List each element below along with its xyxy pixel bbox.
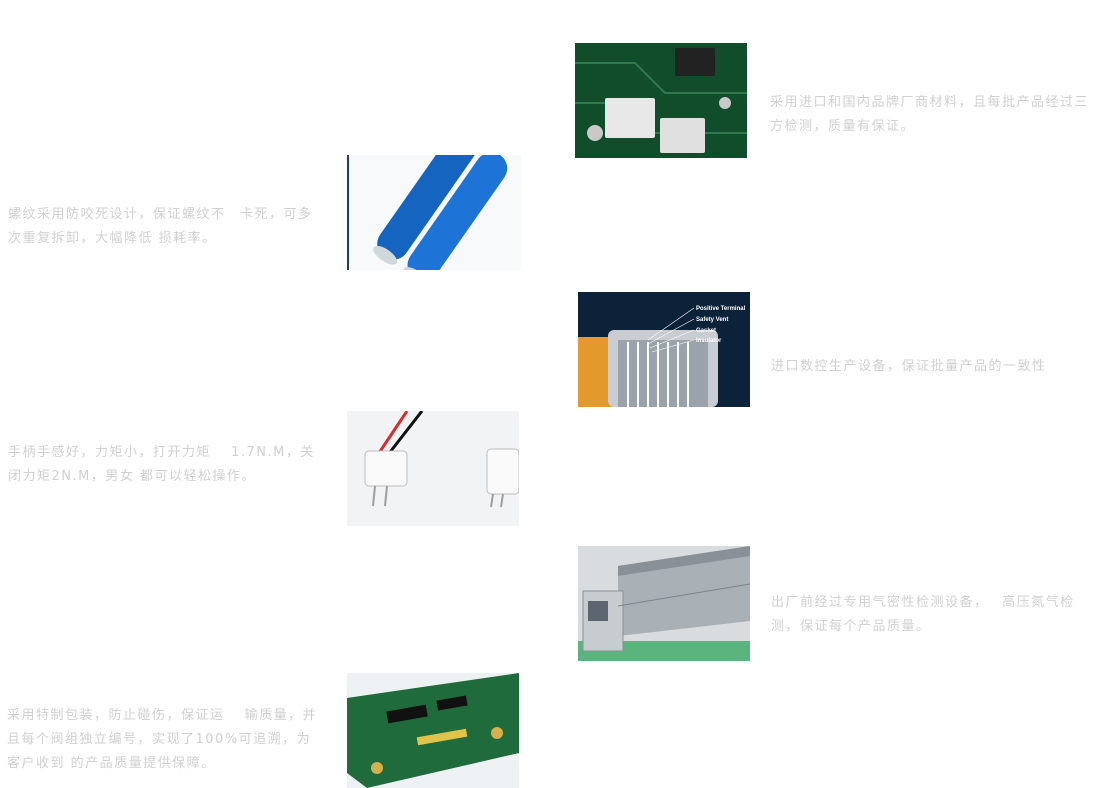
pcb-components-image [575, 43, 747, 158]
blue-battery-cells-image [347, 155, 521, 270]
feature-5-text: 出厂前经过专用气密性检测设备， 高压氮气检测，保证每个产品质量。 [771, 595, 1075, 634]
feature-2-text: 螺纹采用防咬死设计，保证螺纹不 卡死，可多次重复拆卸，大幅降低 损耗率。 [8, 207, 313, 246]
diagram-label-positive-terminal: Positive Terminal [696, 306, 746, 312]
pcb-components-icon [575, 43, 747, 158]
diagram-label-safety-vent: Safety Vent [696, 317, 728, 323]
production-line-icon [578, 546, 750, 661]
feature-4-text: 手柄手感好，力矩小，打开力矩 1.7N.M，关闭力矩2N.M，男女 都可以轻松操… [8, 445, 315, 484]
battery-cells-icon [349, 155, 521, 270]
battery-cross-section-image: Positive Terminal Safety Vent Gasket Ins… [578, 292, 750, 407]
wire-connector-icon [347, 411, 519, 526]
wire-connector-image [347, 411, 519, 526]
diagram-label-insulator: Insulator [696, 338, 722, 344]
feature-3-text: 进口数控生产设备，保证批量产品的一致性 [771, 359, 1047, 374]
battery-cross-section-icon: Positive Terminal Safety Vent Gasket Ins… [578, 292, 750, 407]
feature-1-text: 采用进口和国内品牌厂商材料，且每批产品经过三方检测，质量有保证。 [770, 95, 1090, 134]
production-line-image [578, 546, 750, 661]
bms-circuit-board-icon [347, 673, 519, 788]
bms-circuit-board-image [347, 673, 519, 788]
diagram-label-gasket: Gasket [696, 328, 716, 334]
feature-6-text: 采用特制包装，防止碰伤，保证运 输质量，并且每个阀组独立编号，实现了100%可追… [7, 708, 318, 771]
